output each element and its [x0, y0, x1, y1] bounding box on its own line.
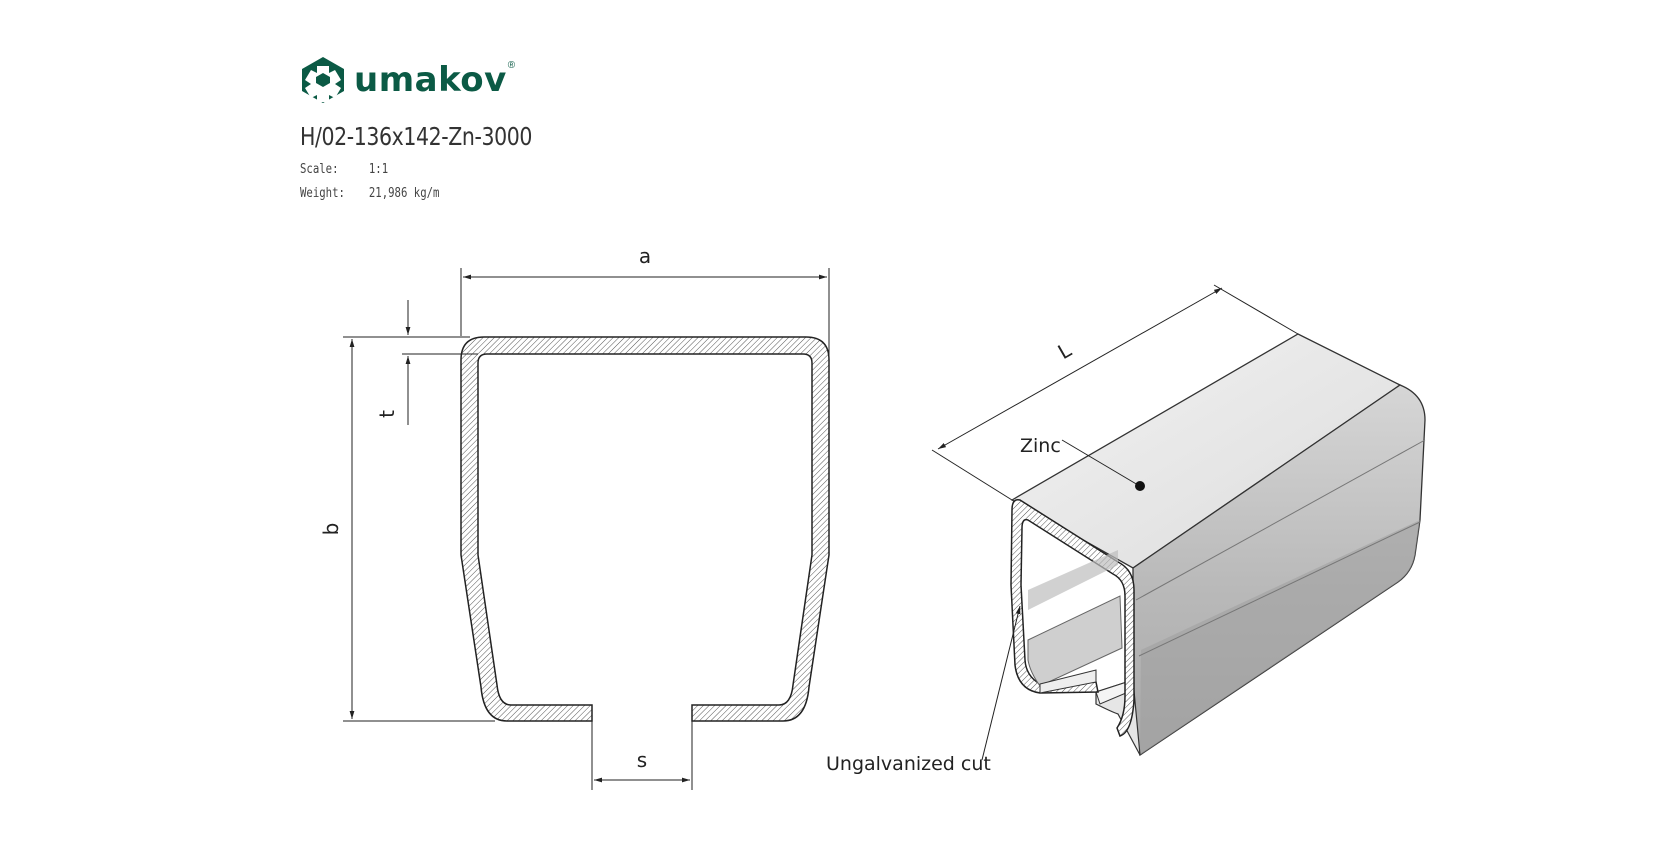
product-code: H/02-136x142-Zn-3000	[300, 122, 532, 151]
dimension-s: s	[591, 721, 693, 790]
dimension-b-label: b	[319, 523, 343, 536]
spec-row-weight: Weight: 21,986 kg/m	[300, 181, 532, 205]
cross-section	[460, 336, 830, 722]
dimension-t: t	[375, 300, 478, 425]
dimension-a: a	[460, 244, 830, 358]
dimension-a-label: a	[639, 244, 651, 268]
spec-label: Scale:	[300, 161, 339, 177]
spec-value: 21,986 kg/m	[368, 185, 440, 201]
drawing-header: umakov ® H/02-136x142-Zn-3000 Scale: 1:1…	[300, 56, 583, 205]
profile-section-hatched	[460, 336, 830, 722]
isometric-rail	[1010, 333, 1426, 757]
spec-row-scale: Scale: 1:1	[300, 157, 532, 181]
dimension-b: b	[319, 336, 495, 722]
brand-name: umakov	[354, 60, 507, 100]
callout-zinc-label: Zinc	[1020, 435, 1061, 457]
dimension-t-label: t	[375, 410, 399, 418]
callout-ungalvanized-label: Ungalvanized cut	[826, 753, 991, 775]
callout-zinc: Zinc	[1020, 435, 1145, 491]
brand: umakov ®	[300, 56, 583, 104]
spec-label: Weight:	[300, 185, 345, 201]
registered-mark: ®	[507, 60, 516, 71]
umakov-logo-icon	[302, 57, 344, 103]
dimension-L-label: L	[1054, 337, 1076, 364]
dimension-s-label: s	[637, 748, 647, 772]
callout-ungalvanized: Ungalvanized cut	[826, 605, 1021, 775]
spec-value: 1:1	[368, 161, 389, 177]
spec-list: Scale: 1:1 Weight: 21,986 kg/m	[300, 157, 532, 205]
